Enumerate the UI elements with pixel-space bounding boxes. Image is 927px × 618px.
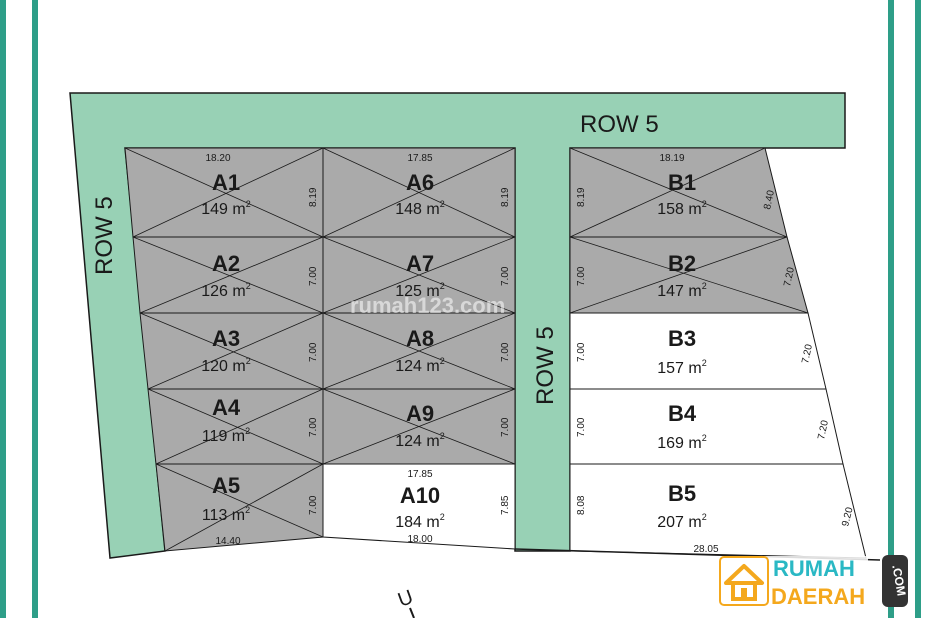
lot-area-A2: 126 m2 — [201, 281, 250, 300]
lot-area-A5: 113 m2 — [202, 505, 250, 524]
dim-a1-top: 18.20 — [205, 153, 230, 164]
dim-a10-bottom: 18.00 — [407, 534, 432, 545]
lot-A8[interactable] — [322, 312, 516, 390]
lot-area-A3: 120 m2 — [201, 356, 250, 375]
dim-b3-right: 7.20 — [800, 343, 815, 365]
lot-A3[interactable] — [139, 312, 324, 390]
road-area — [69, 92, 846, 559]
dim-b2-left: 7.00 — [576, 266, 587, 286]
road-label-left: ROW 5 — [91, 196, 118, 275]
lot-name-B4: B4 — [668, 401, 697, 426]
lot-B2[interactable] — [569, 236, 809, 314]
brand-tld: .COM — [889, 564, 908, 597]
dim-a2-side: 7.00 — [308, 266, 319, 286]
lot-A4[interactable] — [147, 388, 324, 465]
lot-name-A9: A9 — [406, 401, 434, 426]
lot-name-A3: A3 — [212, 326, 240, 351]
lot-B4[interactable] — [569, 388, 844, 465]
lot-name-A8: A8 — [406, 326, 434, 351]
lot-area-A4: 119 m2 — [202, 426, 250, 445]
lot-area-A6: 148 m2 — [395, 199, 444, 218]
lot-name-B3: B3 — [668, 326, 696, 351]
lot-area-A1: 149 m2 — [201, 199, 250, 218]
dim-a5-side: 7.00 — [308, 495, 319, 515]
brand-line2: DAERAH — [771, 584, 865, 609]
dim-b1-right: 8.40 — [762, 189, 777, 211]
dim-b4-right: 7.20 — [816, 419, 831, 441]
dim-a5-bottom: 14.40 — [215, 536, 240, 547]
dim-a10-top: 17.85 — [407, 469, 432, 480]
lot-B1[interactable] — [569, 147, 788, 238]
lot-area-A7: 125 m2 — [395, 281, 444, 300]
dim-b5-bottom: 28.05 — [693, 544, 718, 555]
lot-area-B3: 157 m2 — [657, 358, 706, 377]
dim-a6-side: 8.19 — [500, 187, 511, 207]
lot-B3[interactable] — [569, 312, 827, 390]
house-icon — [719, 556, 769, 606]
dim-b5-right: 9.20 — [840, 506, 855, 528]
lot-name-B5: B5 — [668, 481, 696, 506]
dim-b5-left: 8.08 — [576, 495, 587, 515]
road-label-top: ROW 5 — [580, 111, 659, 138]
lot-area-B5: 207 m2 — [657, 512, 706, 531]
lot-name-A1: A1 — [212, 170, 240, 195]
lot-name-A5: A5 — [212, 473, 240, 498]
lot-area-B1: 158 m2 — [657, 199, 706, 218]
dim-b3-left: 7.00 — [576, 342, 587, 362]
dim-b4-left: 7.00 — [576, 417, 587, 437]
dim-b1-top: 18.19 — [659, 153, 684, 164]
lot-area-A9: 124 m2 — [395, 431, 444, 450]
lot-name-B1: B1 — [668, 170, 696, 195]
dim-b1-left: 8.19 — [576, 187, 587, 207]
lot-area-B2: 147 m2 — [657, 281, 706, 300]
dim-a7-side: 7.00 — [500, 266, 511, 286]
lot-name-A7: A7 — [406, 251, 434, 276]
dim-a1-side: 8.19 — [308, 187, 319, 207]
dim-a6-top: 17.85 — [407, 153, 432, 164]
lot-name-A4: A4 — [212, 395, 241, 420]
dim-a8-side: 7.00 — [500, 342, 511, 362]
lot-name-A6: A6 — [406, 170, 434, 195]
road-label-middle: ROW 5 — [532, 326, 559, 405]
north-arrow-line — [409, 607, 415, 618]
lot-area-A10: 184 m2 — [395, 512, 444, 531]
dim-a4-side: 7.00 — [308, 417, 319, 437]
watermark-text: rumah123.com — [350, 293, 505, 318]
dim-b2-right: 7.20 — [782, 266, 797, 288]
lot-name-A2: A2 — [212, 251, 240, 276]
lot-name-A10: A10 — [400, 483, 440, 508]
north-letter: U — [395, 586, 416, 612]
dimension-labels: 18.20 8.19 17.85 8.19 18.19 8.19 8.40 7.… — [205, 153, 855, 555]
dim-a10-side: 7.85 — [500, 495, 511, 515]
lot-area-B4: 169 m2 — [657, 433, 706, 452]
lot-name-B2: B2 — [668, 251, 696, 276]
dim-a9-side: 7.00 — [500, 417, 511, 437]
north-marker: U — [395, 586, 416, 618]
lot-area-A8: 124 m2 — [395, 356, 444, 375]
brand-tld-badge: .COM — [882, 555, 909, 607]
dim-a3-side: 7.00 — [308, 342, 319, 362]
lot-labels: A1 149 m2 A2 126 m2 A3 120 m2 A4 119 m2 … — [201, 170, 706, 531]
brand-logo: RUMAH DAERAH .COM — [718, 555, 909, 609]
brand-line1: RUMAH — [773, 556, 855, 581]
